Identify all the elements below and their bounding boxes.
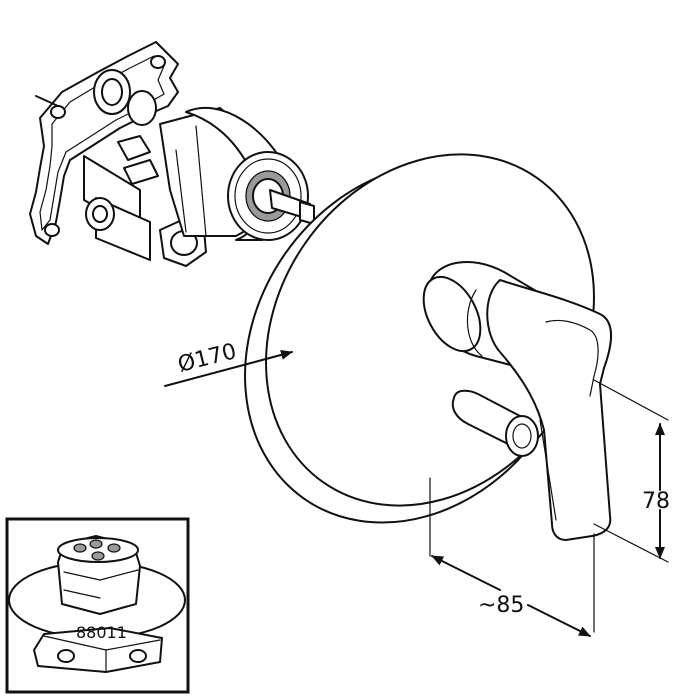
dimension-height: 78 (593, 379, 670, 563)
height-label: 78 (642, 489, 670, 514)
part-number-label: 88011 (76, 623, 127, 642)
inset-box: 88011 (5, 517, 190, 694)
lever-handle (422, 260, 612, 541)
depth-label: ~85 (478, 593, 524, 618)
diameter-label: Ø170 (175, 339, 239, 378)
dimension-depth: ~85 (429, 477, 595, 637)
valve-body-illustration (29, 41, 315, 267)
diverter-knob (451, 389, 539, 457)
